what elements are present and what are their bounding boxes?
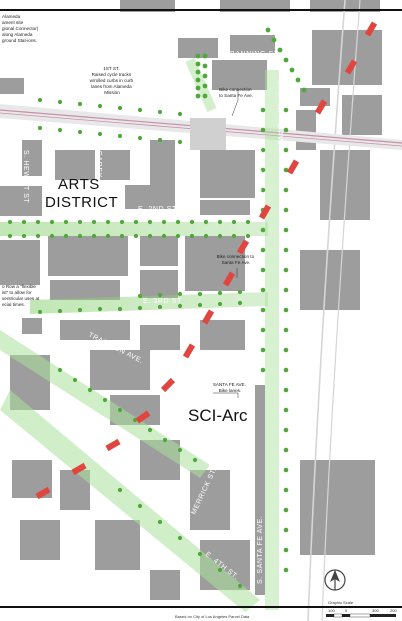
district-labels: ARTS DISTRICT SCI-Arc xyxy=(45,176,248,425)
label-banning-st: BANNING ST xyxy=(230,51,279,58)
scale-tick-1: 0 xyxy=(345,608,348,613)
green-corridors xyxy=(0,57,279,612)
label-2nd-st: E. 2ND ST xyxy=(138,206,177,213)
street-trees xyxy=(7,27,307,589)
footer-source-note: Based on City of Los Angeles Parcel Data xyxy=(175,614,250,619)
note-first-st: 1ST ST. Raised cycle tracks w/rolled cur… xyxy=(90,66,135,95)
label-hewitt-st: S. HEWITT ST xyxy=(22,150,29,203)
red-route-dashes xyxy=(35,21,378,500)
note-bike-connection-top: Bike connection to Santa Fe Ave. xyxy=(219,87,253,98)
scale-title: Graphic Scale xyxy=(328,600,354,605)
callout-lines xyxy=(213,90,239,398)
scale-tick-3: 200 xyxy=(390,608,397,613)
note-left-mid: o Row a “flexible ist” to allow for vent… xyxy=(2,284,41,307)
scale-tick-0: 100 xyxy=(328,608,335,613)
label-santa-fe-bottom: S. SANTA FE AVE. xyxy=(257,516,264,584)
rail-corridor xyxy=(307,0,361,621)
label-arts-line1: ARTS xyxy=(58,176,100,193)
label-3rd-st: E. 3RD ST xyxy=(143,298,182,305)
annotations: 1ST ST. Raised cycle tracks w/rolled cur… xyxy=(2,14,255,393)
north-arrow-icon xyxy=(324,569,346,591)
scale-tick-2: 300 xyxy=(372,608,379,613)
label-santa-fe-mid: S. SANTA FE AVE. xyxy=(257,138,264,206)
label-vignes-st: S. VIGNES ST xyxy=(179,145,186,198)
bottom-rule xyxy=(0,606,402,608)
label-sciarc: SCI-Arc xyxy=(188,406,248,425)
graphic-scale: Graphic Scale 100 0 300 200 xyxy=(326,600,397,618)
note-left-top: Alameda ament site gional Connector) alo… xyxy=(2,14,40,43)
label-arts-line2: DISTRICT xyxy=(45,194,118,211)
label-garey-st: S. GAREY ST xyxy=(95,140,102,191)
first-street xyxy=(0,104,402,150)
note-bike-connection-mid: Bike connection to Santa Fe Ave. xyxy=(217,254,256,265)
top-rule xyxy=(0,9,402,11)
buildings xyxy=(0,0,382,600)
label-santa-fe-top: S. SANTA FE AVE xyxy=(276,80,283,146)
note-santa-fe-bike-lanes: SANTA FE AVE. Bike lanes. xyxy=(213,382,247,393)
